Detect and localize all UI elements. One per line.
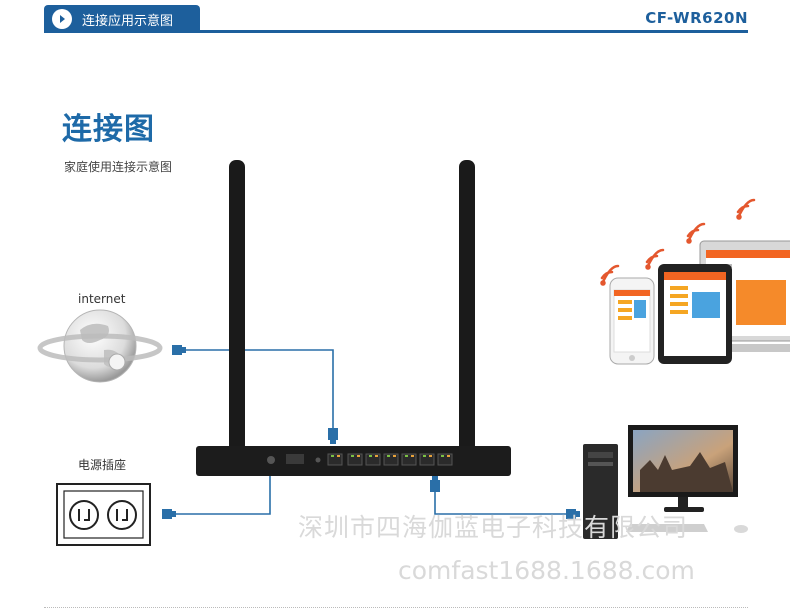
cable-power [174, 470, 271, 515]
page-title: 连接图 [62, 112, 155, 147]
power-socket-label: 电源插座 [78, 458, 127, 472]
internet-label: internet [78, 292, 126, 306]
header-bar: 连接应用示意图 CF-WR620N [44, 5, 748, 33]
section-tab: 连接应用示意图 [44, 5, 200, 33]
page-subtitle: 家庭使用连接示意图 [64, 160, 173, 174]
play-icon [52, 9, 72, 29]
ethernet-plug-icon [162, 345, 580, 519]
tablet [658, 264, 732, 364]
footer-divider [44, 607, 748, 608]
cable-lan [434, 490, 576, 515]
cable-wan [184, 349, 334, 428]
router [196, 160, 511, 476]
header-rule [44, 30, 748, 33]
smartphone [609, 277, 655, 365]
desktop-computer [583, 425, 748, 539]
model-name: CF-WR620N [645, 9, 748, 27]
globe-icon [37, 309, 163, 383]
power-outlet-icon [56, 483, 151, 546]
section-title: 连接应用示意图 [82, 13, 174, 29]
wifi-icon [600, 198, 756, 286]
